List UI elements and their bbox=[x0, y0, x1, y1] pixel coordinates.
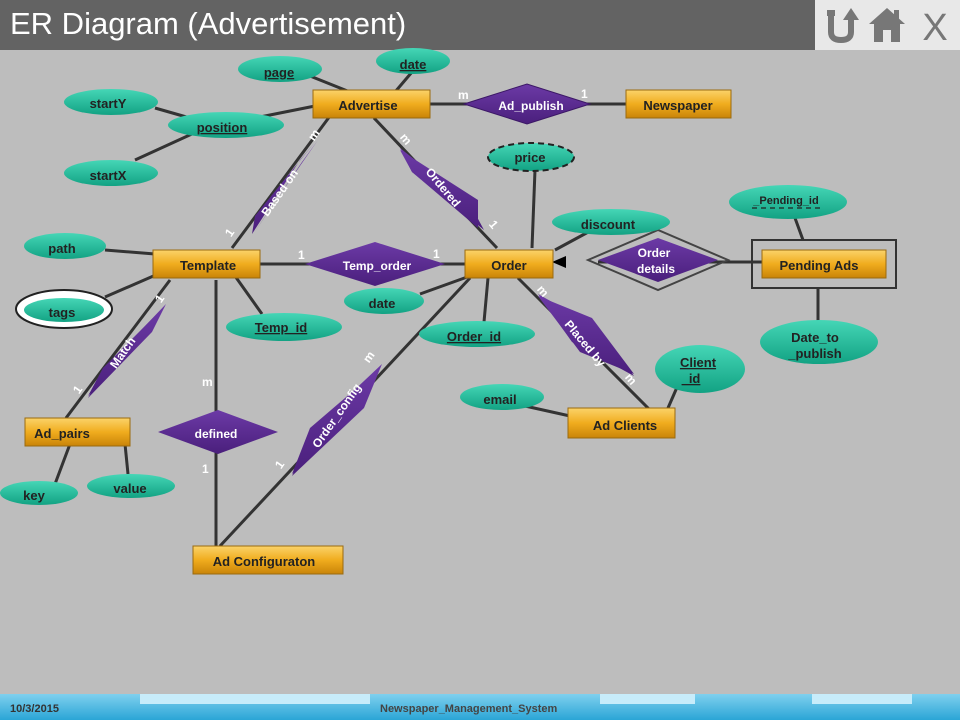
undo-arrow-icon[interactable] bbox=[821, 4, 861, 46]
attribute-label: _publish bbox=[787, 346, 842, 361]
attribute-pending-id[interactable]: _Pending_id bbox=[729, 185, 847, 219]
connector-lines bbox=[53, 70, 820, 548]
footer-bar: 10/3/2015 Newspaper_Management_System bbox=[0, 694, 960, 720]
footer-date: 10/3/2015 bbox=[10, 703, 59, 715]
cardinality-label: 1 bbox=[581, 87, 588, 101]
entity-ad-clients[interactable]: Ad Clients bbox=[567, 407, 676, 439]
close-button[interactable]: X bbox=[915, 4, 955, 49]
attribute-value[interactable]: value bbox=[87, 474, 175, 498]
attribute-startX[interactable]: startX bbox=[64, 160, 158, 186]
footer-stripe bbox=[600, 694, 695, 704]
title-bar: ER Diagram (Advertisement) bbox=[0, 0, 815, 50]
page-title: ER Diagram (Advertisement) bbox=[10, 6, 407, 41]
attribute-label: Temp_id bbox=[255, 320, 308, 335]
attribute-label: Date_to bbox=[791, 330, 839, 345]
attribute-label: startX bbox=[90, 168, 127, 183]
entity-template[interactable]: Template bbox=[152, 249, 261, 279]
attribute-label: Client bbox=[680, 355, 717, 370]
relationship-label: Based on bbox=[258, 167, 300, 219]
relationship-ordered[interactable]: Ordered bbox=[400, 148, 484, 230]
relationship-temp-order[interactable]: Temp_order bbox=[305, 242, 445, 286]
relationship-order-config[interactable]: Order_config bbox=[292, 364, 382, 476]
attribute-label: value bbox=[113, 481, 146, 496]
attribute-label: tags bbox=[49, 305, 76, 320]
cardinality-label: 1 bbox=[433, 247, 440, 261]
relationship-label: Temp_order bbox=[343, 259, 412, 273]
attribute-price[interactable]: price bbox=[487, 142, 575, 172]
entity-advertise[interactable]: Advertise bbox=[312, 89, 431, 119]
attribute-label: _Pending_id bbox=[752, 195, 818, 207]
entity-label: Pending Ads bbox=[780, 258, 859, 273]
relationship-label: Match bbox=[107, 334, 138, 370]
attribute-page[interactable]: page bbox=[238, 56, 322, 82]
attribute-date-to-publish[interactable]: Date_to _publish bbox=[760, 320, 878, 364]
attribute-temp-id[interactable]: Temp_id bbox=[226, 313, 342, 341]
relationship-label: Order_config bbox=[309, 381, 364, 451]
cardinality-label: m bbox=[202, 375, 213, 389]
entity-label: Advertise bbox=[338, 98, 397, 113]
relationship-defined[interactable]: defined bbox=[158, 410, 278, 454]
arrow-head-icon bbox=[552, 256, 566, 268]
entity-label: Ad Configuraton bbox=[213, 554, 316, 569]
entity-label: Newspaper bbox=[643, 98, 712, 113]
footer-stripe bbox=[812, 694, 912, 704]
attribute-ad-date[interactable]: date bbox=[376, 48, 450, 74]
entity-label: Ad Clients bbox=[593, 418, 657, 433]
attribute-label: discount bbox=[581, 217, 636, 232]
entity-order[interactable]: Order bbox=[464, 249, 554, 279]
home-icon[interactable] bbox=[867, 4, 907, 46]
cardinality-label: 1 bbox=[298, 248, 305, 262]
relationship-label: details bbox=[637, 262, 675, 276]
footer-stripe bbox=[140, 694, 370, 704]
attribute-order-date[interactable]: date bbox=[344, 288, 424, 314]
close-label: X bbox=[922, 7, 947, 46]
relationship-placed-by[interactable]: Placed by bbox=[538, 294, 634, 376]
relationship-based-on[interactable]: Based on bbox=[252, 140, 318, 236]
attribute-label: path bbox=[48, 241, 76, 256]
attribute-label: _id bbox=[681, 371, 701, 386]
attribute-label: date bbox=[400, 57, 427, 72]
attribute-discount[interactable]: discount bbox=[552, 209, 670, 235]
entity-ad-configuration[interactable]: Ad Configuraton bbox=[192, 545, 344, 575]
attribute-startY[interactable]: startY bbox=[64, 89, 158, 115]
attribute-label: page bbox=[264, 65, 294, 80]
attribute-key[interactable]: key bbox=[0, 481, 78, 505]
cardinality-label: 1 bbox=[272, 458, 287, 472]
attribute-client-id[interactable]: Client _id bbox=[655, 345, 745, 393]
attribute-label: email bbox=[483, 392, 516, 407]
relationship-order-details[interactable]: Order details bbox=[585, 228, 731, 292]
entity-label: Ad_pairs bbox=[34, 426, 90, 441]
entity-label: Template bbox=[180, 258, 236, 273]
navigation-panel: X bbox=[815, 0, 960, 50]
entity-newspaper[interactable]: Newspaper bbox=[625, 89, 732, 119]
relationship-label: Ad_publish bbox=[498, 99, 563, 113]
attribute-label: Order_id bbox=[447, 329, 501, 344]
weak-entity-border bbox=[751, 239, 897, 289]
attribute-label: startY bbox=[90, 96, 127, 111]
attribute-tags[interactable]: tags bbox=[15, 289, 113, 329]
cardinality-label: 1 bbox=[222, 226, 237, 240]
attribute-label: date bbox=[369, 296, 396, 311]
relationship-label: Order bbox=[638, 246, 671, 260]
cardinality-label: m bbox=[360, 349, 378, 366]
cardinality-label: 1 bbox=[486, 217, 501, 231]
attribute-label: position bbox=[197, 120, 248, 135]
attribute-label: key bbox=[23, 488, 45, 503]
entity-pending-ads[interactable]: Pending Ads bbox=[761, 249, 887, 279]
relationship-ad-publish[interactable]: Ad_publish bbox=[462, 83, 592, 125]
cardinality-label: 1 bbox=[202, 462, 209, 476]
attribute-position[interactable]: position bbox=[168, 112, 284, 138]
relationship-label: defined bbox=[195, 427, 238, 441]
entity-label: Order bbox=[491, 258, 526, 273]
footer-system-name: Newspaper_Management_System bbox=[380, 703, 558, 715]
entity-ad-pairs[interactable]: Ad_pairs bbox=[24, 417, 131, 447]
cardinality-label: m bbox=[458, 88, 469, 102]
attribute-label: price bbox=[514, 150, 545, 165]
attribute-path[interactable]: path bbox=[24, 233, 106, 259]
attribute-order-id[interactable]: Order_id bbox=[419, 321, 535, 347]
attribute-email[interactable]: email bbox=[460, 384, 544, 410]
